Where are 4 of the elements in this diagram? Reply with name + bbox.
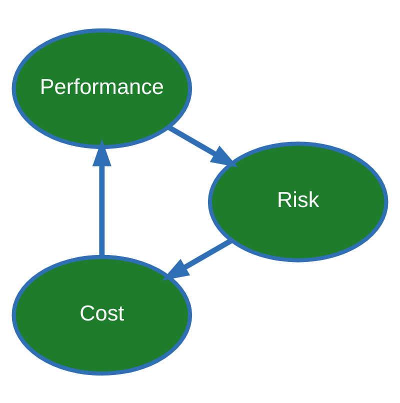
arrow (166, 124, 238, 167)
arrow (162, 238, 234, 280)
arrow (92, 138, 112, 256)
node-ellipse: Performance (12, 28, 192, 149)
